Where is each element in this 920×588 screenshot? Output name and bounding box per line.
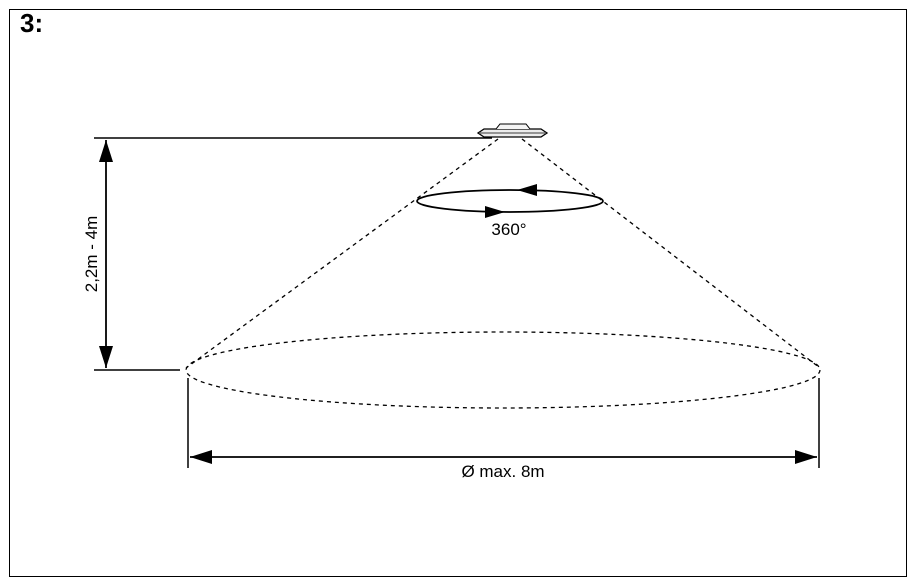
height-label: 2,2m - 4m — [82, 216, 101, 293]
motion-sensor-icon — [476, 123, 549, 138]
rotation-label: 360° — [491, 220, 526, 239]
detection-cone-left-edge — [185, 138, 499, 369]
rotation-ellipse — [416, 189, 604, 213]
diameter-arrow-left — [190, 450, 212, 464]
diagram-frame — [9, 9, 907, 577]
step-number: 3: — [20, 8, 44, 38]
rotation-arrow-bottom — [485, 206, 505, 218]
coverage-area-ellipse — [185, 331, 821, 409]
diameter-arrow-right — [795, 450, 817, 464]
height-arrow-bottom — [99, 346, 113, 368]
diameter-label: Ø max. 8m — [461, 462, 544, 481]
detection-cone-right-edge — [521, 138, 821, 369]
rotation-arrow-top — [517, 184, 537, 196]
height-arrow-top — [99, 140, 113, 162]
